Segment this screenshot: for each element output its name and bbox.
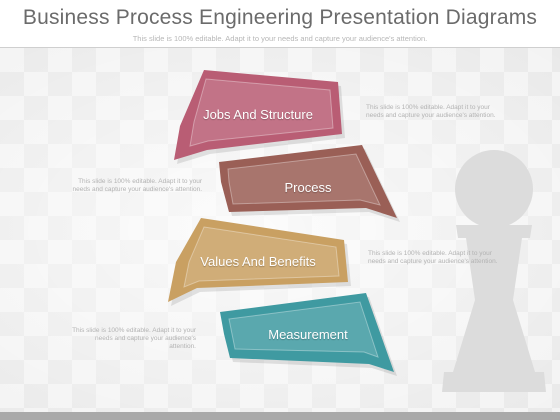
- slide-title: Business Process Engineering Presentatio…: [22, 6, 538, 29]
- step-label-values-and-benefits: Values And Benefits: [200, 254, 316, 269]
- step-shape-measurement: [220, 293, 397, 376]
- step-label-jobs-and-structure: Jobs And Structure: [203, 107, 313, 122]
- note-process: This slide is 100% editable. Adapt it to…: [72, 178, 202, 193]
- note-jobs-and-structure: This slide is 100% editable. Adapt it to…: [366, 104, 496, 119]
- chess-pawn-icon: [442, 150, 546, 392]
- step-shape-process: [219, 145, 400, 222]
- step-shape-values-and-benefits: [168, 218, 351, 306]
- slide-subtitle: This slide is 100% editable. Adapt it to…: [132, 34, 428, 43]
- note-measurement: This slide is 100% editable. Adapt it to…: [72, 327, 196, 350]
- step-shape-jobs-and-structure: [174, 70, 345, 164]
- note-values-and-benefits: This slide is 100% editable. Adapt it to…: [368, 250, 498, 265]
- bottom-bar: [0, 412, 560, 420]
- title-divider: [0, 47, 560, 48]
- step-label-process: Process: [284, 180, 332, 195]
- step-label-measurement: Measurement: [268, 327, 348, 342]
